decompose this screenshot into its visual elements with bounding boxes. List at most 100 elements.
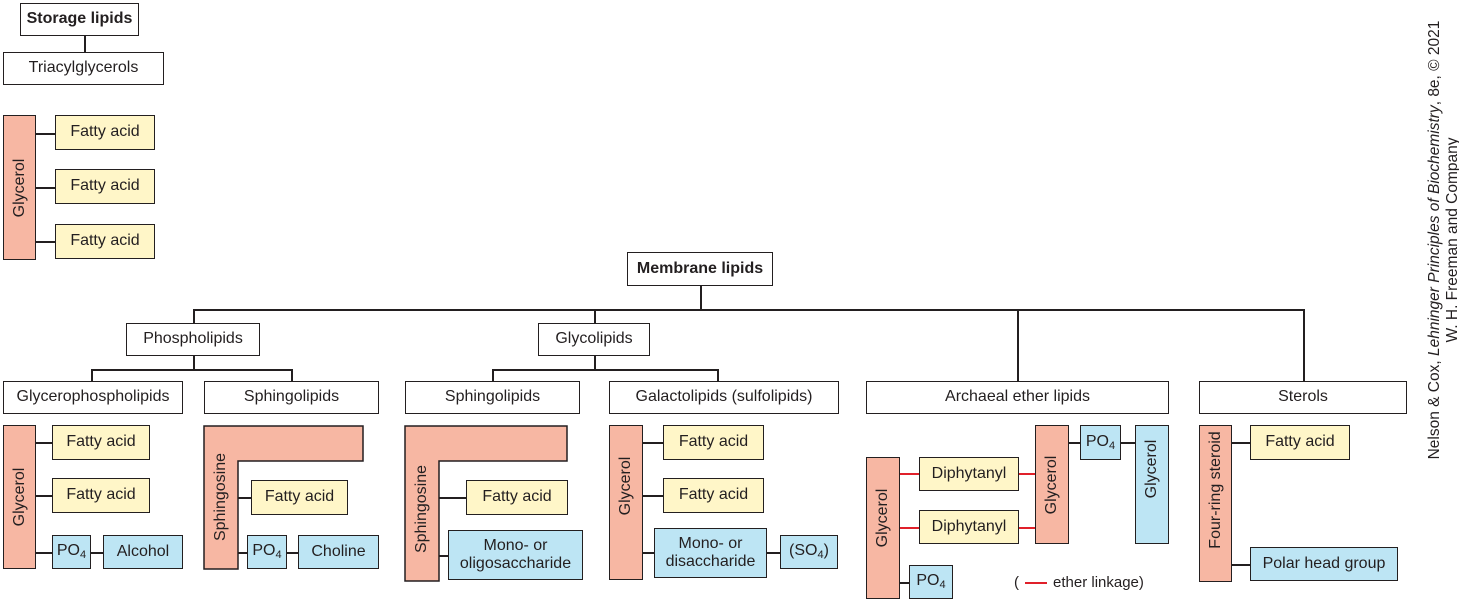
phospholipids-box: Phospholipids	[126, 323, 260, 356]
ether-linkage-4	[1019, 527, 1036, 529]
ether-linkage-legend: ( ether linkage)	[1014, 574, 1144, 591]
glycolipids-box: Glycolipids	[538, 323, 650, 356]
archaeal-glycerol-left-label: Glycerol	[873, 488, 891, 548]
glycerophospholipids-box: Glycerophospholipids	[3, 381, 183, 414]
po4-label: PO4	[56, 542, 87, 562]
connector	[193, 309, 195, 325]
glycerophospholipid-fatty-acid-2: Fatty acid	[52, 478, 150, 513]
connector	[238, 552, 248, 554]
galactolipid-fatty-acid-1: Fatty acid	[663, 425, 764, 460]
triacylglycerols-box: Triacylglycerols	[3, 52, 164, 85]
po4-label: PO4	[916, 572, 946, 592]
four-ring-steroid-backbone: Four-ring steroid	[1199, 425, 1232, 582]
so4-label: (SO4)	[789, 542, 829, 562]
connector	[91, 369, 93, 383]
connector	[492, 369, 494, 383]
connector	[238, 497, 252, 499]
connector	[36, 442, 53, 444]
connector	[643, 495, 664, 497]
connector	[439, 497, 467, 499]
connector	[1232, 564, 1251, 566]
copyright-credit: Nelson & Cox, Lehninger Principles of Bi…	[1426, 21, 1459, 460]
legend-open-paren: (	[1014, 574, 1019, 591]
connector	[1121, 442, 1136, 444]
connector	[643, 442, 664, 444]
archaeal-po4-bottom-box: PO4	[909, 565, 953, 599]
connector	[91, 369, 292, 371]
galactolipid-glycerol-backbone: Glycerol	[609, 425, 643, 580]
ether-linkage-2	[900, 527, 920, 529]
so4-box: (SO4)	[780, 535, 838, 569]
membrane-lipids-title: Membrane lipids	[627, 252, 773, 286]
storage-lipids-title: Storage lipids	[20, 3, 139, 36]
connector	[36, 495, 53, 497]
connector	[717, 369, 719, 383]
credit-line-2: W. H. Freeman and Company	[1444, 137, 1459, 343]
disaccharide-line1: Mono- or	[678, 534, 743, 552]
galactolipids-box: Galactolipids (sulfolipids)	[609, 381, 839, 414]
legend-red-line-swatch	[1025, 581, 1047, 584]
storage-fatty-acid-3: Fatty acid	[55, 224, 155, 259]
connector	[291, 369, 293, 383]
ether-linkage-1	[900, 473, 920, 475]
connector	[767, 552, 781, 554]
galactolipid-fatty-acid-2: Fatty acid	[663, 478, 764, 513]
glycerophospholipid-glycerol-label: Glycerol	[10, 467, 28, 527]
ether-linkage-3	[1019, 473, 1036, 475]
connector	[287, 552, 299, 554]
archaeal-glycerol-head-label: Glycerol	[1142, 439, 1160, 499]
polar-head-group-box: Polar head group	[1250, 547, 1398, 581]
oligosaccharide-line2: oligosaccharide	[459, 555, 572, 572]
connector	[1232, 442, 1251, 444]
galactolipid-glycerol-label: Glycerol	[616, 456, 634, 515]
connector	[439, 555, 449, 557]
connector	[1303, 309, 1305, 385]
phospho-sphingolipid-po4-box: PO4	[247, 535, 287, 569]
archaeal-glycerol-left-backbone: Glycerol	[866, 457, 900, 599]
disaccharide-box: Mono- or disaccharide	[654, 528, 767, 578]
oligosaccharide-box: Mono- or oligosaccharide	[448, 530, 583, 580]
po4-label: PO4	[252, 542, 282, 562]
four-ring-steroid-label: Four-ring steroid	[1206, 430, 1224, 549]
glyco-sphingolipids-box: Sphingolipids	[405, 381, 580, 414]
storage-fatty-acid-2: Fatty acid	[55, 169, 155, 204]
phospho-sphingosine-label: Sphingosine	[212, 452, 229, 542]
glycerophospholipid-po4-box: PO4	[52, 535, 91, 569]
connector	[36, 187, 56, 189]
connector	[91, 552, 104, 554]
disaccharide-line2: disaccharide	[665, 553, 756, 570]
connector	[36, 241, 56, 243]
archaeal-glycerol-head-box: Glycerol	[1135, 425, 1169, 544]
phospho-sphingolipids-box: Sphingolipids	[204, 381, 379, 414]
connector	[1069, 442, 1081, 444]
glyco-sphingosine-label: Sphingosine	[413, 464, 430, 554]
archaeal-ether-lipids-box: Archaeal ether lipids	[866, 381, 1169, 414]
legend-text: ether linkage)	[1053, 574, 1144, 591]
connector	[193, 356, 195, 370]
glycerophospholipid-fatty-acid-1: Fatty acid	[52, 425, 150, 460]
archaeal-glycerol-right-label: Glycerol	[1042, 455, 1060, 514]
connector	[84, 36, 86, 53]
sterol-fatty-acid: Fatty acid	[1250, 425, 1350, 460]
choline-box: Choline	[298, 535, 379, 569]
credit-line-1: Nelson & Cox, Lehninger Principles of Bi…	[1426, 20, 1443, 460]
archaeal-po4-top-box: PO4	[1080, 425, 1121, 460]
connector	[900, 582, 910, 584]
sterols-box: Sterols	[1199, 381, 1407, 414]
po4-label: PO4	[1085, 432, 1116, 452]
glyco-sphingolipid-fatty-acid: Fatty acid	[466, 480, 568, 515]
storage-fatty-acid-1: Fatty acid	[55, 115, 155, 150]
connector	[594, 309, 596, 325]
diphytanyl-chain-1: Diphytanyl	[919, 457, 1019, 491]
connector	[193, 309, 1304, 311]
connector	[36, 552, 53, 554]
connector	[1017, 309, 1019, 385]
connector	[36, 133, 56, 135]
connector	[594, 356, 596, 370]
oligosaccharide-line1: Mono- or	[483, 536, 548, 554]
storage-glycerol-label: Glycerol	[10, 158, 28, 217]
connector	[492, 369, 718, 371]
storage-glycerol-backbone: Glycerol	[3, 115, 36, 260]
glycerophospholipid-glycerol-backbone: Glycerol	[3, 425, 36, 569]
diphytanyl-chain-2: Diphytanyl	[919, 510, 1019, 544]
